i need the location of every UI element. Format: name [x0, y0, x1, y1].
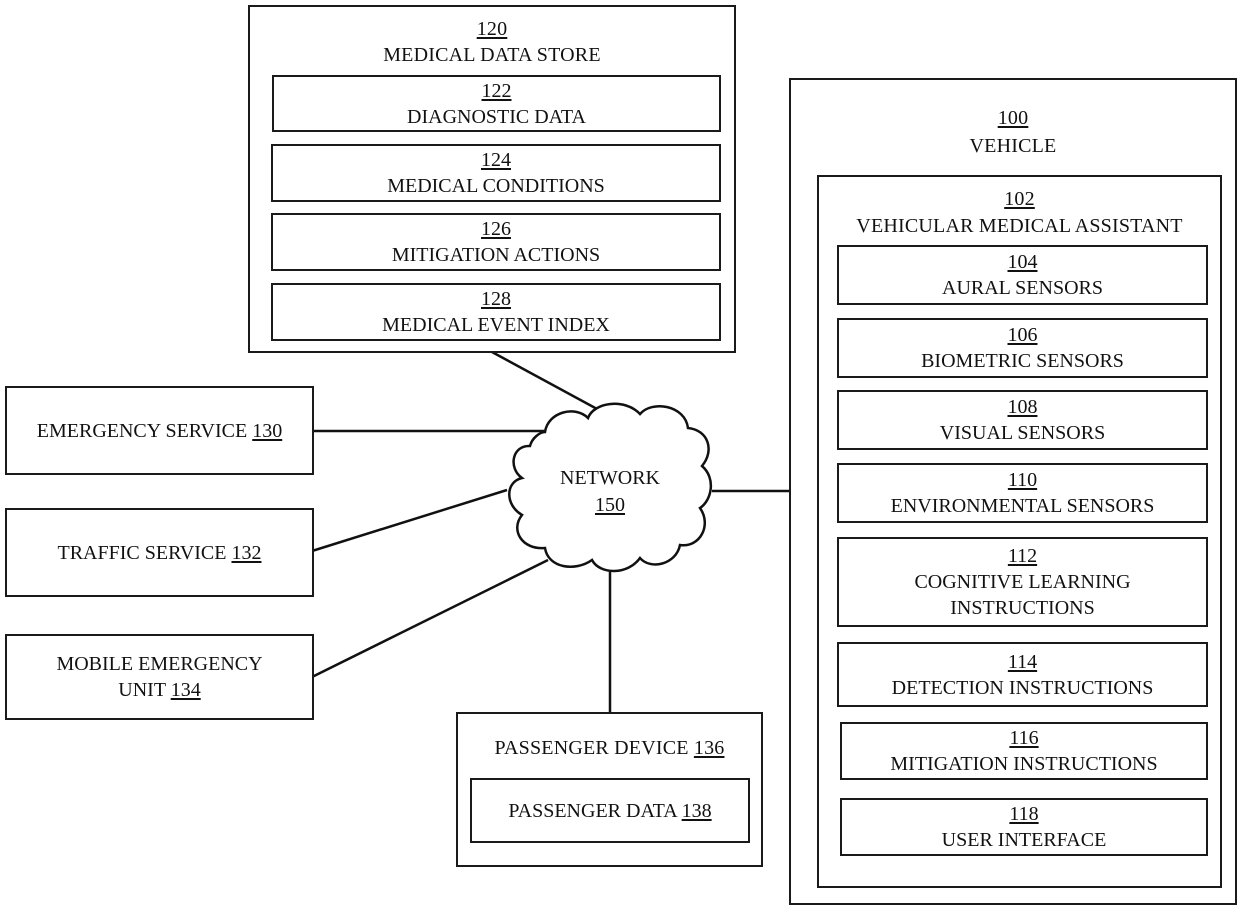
item-ref: 108 — [1008, 394, 1038, 420]
assistant-ref: 102 — [819, 187, 1220, 211]
item-label-line-2: INSTRUCTIONS — [950, 595, 1094, 621]
item-label: MITIGATION INSTRUCTIONS — [890, 751, 1157, 777]
store-item-diagnostic-data[interactable]: 122 DIAGNOSTIC DATA — [272, 75, 721, 132]
label-text: TRAFFIC SERVICE — [58, 542, 227, 564]
passenger-device-label: PASSENGER DEVICE 136 — [458, 736, 761, 760]
item-ref: 124 — [481, 147, 511, 173]
traffic-service[interactable]: TRAFFIC SERVICE 132 — [5, 508, 314, 597]
item-label: DIAGNOSTIC DATA — [407, 104, 586, 130]
item-label: VISUAL SENSORS — [940, 420, 1105, 446]
item-label: COGNITIVE LEARNING — [914, 569, 1130, 595]
assistant-item-cognitive-learning-instructions[interactable]: 112 COGNITIVE LEARNING INSTRUCTIONS — [837, 537, 1208, 627]
assistant-item-aural-sensors[interactable]: 104 AURAL SENSORS — [837, 245, 1208, 305]
item-ref: 114 — [1008, 649, 1037, 675]
store-item-medical-conditions[interactable]: 124 MEDICAL CONDITIONS — [271, 144, 721, 202]
assistant-item-user-interface[interactable]: 118 USER INTERFACE — [840, 798, 1208, 856]
assistant-item-biometric-sensors[interactable]: 106 BIOMETRIC SENSORS — [837, 318, 1208, 378]
label-text: PASSENGER DATA — [508, 800, 676, 822]
item-ref: 112 — [1008, 543, 1037, 569]
item-label: MEDICAL CONDITIONS — [387, 173, 605, 199]
item-label: USER INTERFACE — [942, 827, 1107, 853]
network-ref: 150 — [540, 492, 680, 519]
item-ref: 110 — [1008, 467, 1037, 493]
item-label: BIOMETRIC SENSORS — [921, 348, 1124, 374]
label-line-1: MOBILE EMERGENCY — [56, 651, 262, 677]
passenger-data[interactable]: PASSENGER DATA 138 — [470, 778, 750, 843]
store-ref: 120 — [250, 17, 734, 41]
item-ref: 106 — [1008, 322, 1038, 348]
label-ref: 138 — [682, 800, 712, 822]
item-ref: 128 — [481, 286, 511, 312]
item-ref: 118 — [1009, 801, 1038, 827]
assistant-item-environmental-sensors[interactable]: 110 ENVIRONMENTAL SENSORS — [837, 463, 1208, 523]
mobile-emergency-unit[interactable]: MOBILE EMERGENCY UNIT 134 — [5, 634, 314, 720]
label-ref: 132 — [231, 542, 261, 564]
item-label: MEDICAL EVENT INDEX — [382, 312, 610, 338]
assistant-item-visual-sensors[interactable]: 108 VISUAL SENSORS — [837, 390, 1208, 450]
assistant-title: VEHICULAR MEDICAL ASSISTANT — [819, 214, 1220, 238]
store-item-mitigation-actions[interactable]: 126 MITIGATION ACTIONS — [271, 213, 721, 271]
link-mobile-network — [312, 560, 548, 677]
emergency-service-label: EMERGENCY SERVICE 130 — [37, 418, 282, 444]
network-label: NETWORK 150 — [540, 465, 680, 519]
label-text: EMERGENCY SERVICE — [37, 420, 247, 442]
item-ref: 122 — [482, 78, 512, 104]
store-title: MEDICAL DATA STORE — [250, 43, 734, 67]
item-ref: 116 — [1009, 725, 1038, 751]
traffic-service-label: TRAFFIC SERVICE 132 — [58, 540, 262, 566]
item-ref: 126 — [481, 216, 511, 242]
assistant-item-mitigation-instructions[interactable]: 116 MITIGATION INSTRUCTIONS — [840, 722, 1208, 780]
item-label: AURAL SENSORS — [942, 275, 1103, 301]
emergency-service[interactable]: EMERGENCY SERVICE 130 — [5, 386, 314, 475]
label-text: UNIT — [118, 679, 165, 701]
passenger-data-label: PASSENGER DATA 138 — [508, 798, 711, 824]
network-name: NETWORK — [540, 465, 680, 492]
link-traffic-network — [312, 490, 507, 551]
item-ref: 104 — [1008, 249, 1038, 275]
store-item-medical-event-index[interactable]: 128 MEDICAL EVENT INDEX — [271, 283, 721, 341]
label-text: PASSENGER DEVICE — [495, 737, 689, 759]
link-datastore-network — [492, 352, 610, 416]
item-label: MITIGATION ACTIONS — [392, 242, 600, 268]
label-line-2: UNIT 134 — [118, 677, 200, 703]
label-ref: 130 — [252, 420, 282, 442]
vehicle-title: VEHICLE — [791, 134, 1235, 158]
item-label: DETECTION INSTRUCTIONS — [892, 675, 1154, 701]
label-ref: 134 — [171, 679, 201, 701]
vehicle-ref: 100 — [791, 106, 1235, 130]
item-label: ENVIRONMENTAL SENSORS — [891, 493, 1155, 519]
assistant-item-detection-instructions[interactable]: 114 DETECTION INSTRUCTIONS — [837, 642, 1208, 707]
label-ref: 136 — [694, 737, 725, 759]
